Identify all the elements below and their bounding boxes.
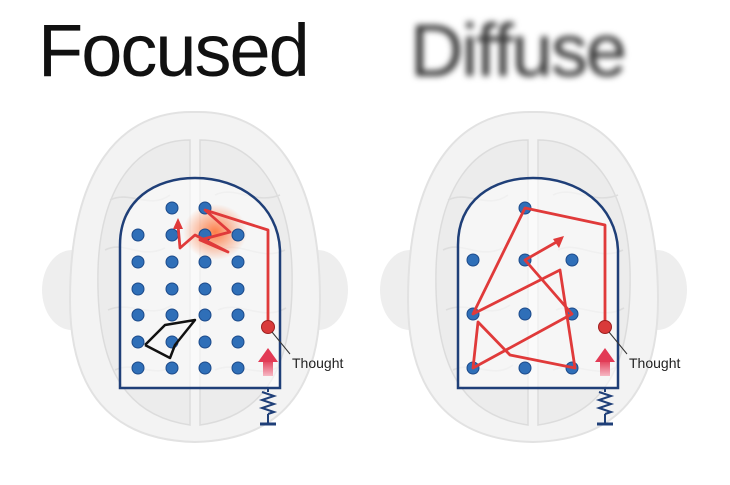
diffuse-up-arrow-shaft — [600, 360, 610, 376]
dot — [518, 361, 532, 375]
diffuse-spring-icon — [595, 388, 615, 426]
focused-thought-pointer — [271, 331, 291, 355]
dot — [198, 335, 212, 349]
diffuse-board — [456, 176, 620, 390]
diffuse-thought-path — [471, 206, 607, 370]
dot — [198, 255, 212, 269]
dot — [131, 308, 145, 322]
dot — [198, 361, 212, 375]
focused-brain: Thought — [42, 110, 348, 444]
focused-black-loop — [144, 318, 197, 360]
diffuse-title: Diffuse — [410, 9, 627, 92]
dot — [165, 282, 179, 296]
focused-thought-ball — [261, 320, 275, 334]
dot — [198, 308, 212, 322]
diffuse-thought-label: Thought — [629, 355, 680, 371]
dot — [231, 255, 245, 269]
dot — [518, 307, 532, 321]
dot — [565, 253, 579, 267]
diffuse-up-arrow-head — [595, 348, 615, 362]
dot — [231, 282, 245, 296]
focused-path-arrowhead — [173, 218, 183, 229]
diffuse-thought-pointer — [608, 331, 628, 355]
dot — [198, 282, 212, 296]
focused-up-arrow-head — [258, 348, 278, 362]
focused-thought-label: Thought — [292, 355, 343, 371]
dot — [466, 253, 480, 267]
dot — [165, 361, 179, 375]
focused-spring-icon — [258, 388, 278, 426]
diffuse-brain: Thought — [380, 110, 687, 444]
focused-up-arrow-shaft — [263, 360, 273, 376]
dot — [131, 255, 145, 269]
dot — [231, 361, 245, 375]
dot — [165, 255, 179, 269]
diffuse-path-arrowhead — [553, 236, 564, 248]
focused-title: Focused — [38, 9, 310, 92]
dot — [131, 361, 145, 375]
dot — [231, 308, 245, 322]
dot — [165, 308, 179, 322]
dot — [131, 228, 145, 242]
diffuse-thought-ball — [598, 320, 612, 334]
dot — [131, 335, 145, 349]
dot — [231, 335, 245, 349]
focused-thought-path — [176, 208, 270, 327]
dot — [131, 282, 145, 296]
focused-dots — [131, 201, 245, 375]
dot — [165, 228, 179, 242]
dot — [231, 228, 245, 242]
dot — [165, 201, 179, 215]
